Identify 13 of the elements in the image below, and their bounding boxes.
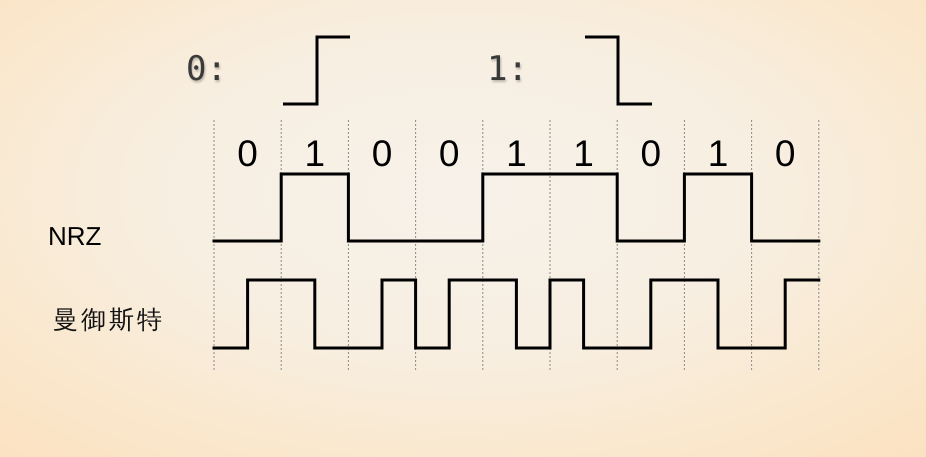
bit-value: 1 bbox=[572, 135, 595, 172]
bit-value: 1 bbox=[304, 135, 326, 172]
symbol-label: 1: bbox=[487, 52, 528, 86]
symbol-label: 0: bbox=[186, 52, 227, 86]
signal-name: 曼御斯特 bbox=[53, 307, 165, 332]
bit-value: 1 bbox=[706, 135, 730, 172]
bit-value: 0 bbox=[236, 135, 259, 172]
bit-value: 0 bbox=[774, 135, 796, 172]
bit-value: 0 bbox=[640, 135, 662, 172]
signal-name: NRZ bbox=[48, 223, 102, 249]
bit-value: 0 bbox=[438, 135, 460, 172]
bit-value: 1 bbox=[505, 135, 528, 172]
bit-value: 0 bbox=[370, 135, 394, 172]
